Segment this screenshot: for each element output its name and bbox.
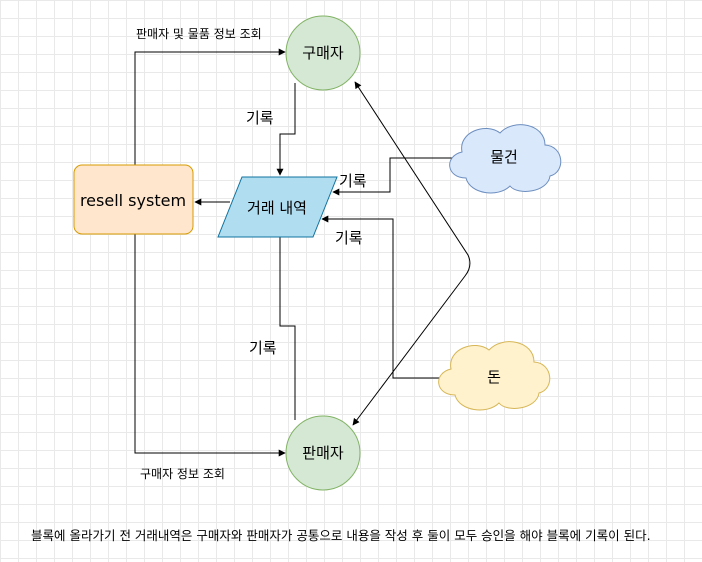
buyer-record-label: 기록 bbox=[246, 109, 274, 127]
item-label: 물건 bbox=[490, 148, 518, 166]
buyer-node[interactable] bbox=[285, 15, 361, 91]
item-cloud-node[interactable] bbox=[449, 124, 562, 194]
system-to-buyer-label: 판매자 및 물품 정보 조회 bbox=[136, 27, 262, 41]
buyer-label: 구매자 bbox=[302, 44, 344, 62]
footer-note: 블록에 올라가기 전 거래내역은 구매자와 판매자가 공통으로 내용을 작성 후… bbox=[31, 528, 651, 543]
money-label: 돈 bbox=[487, 368, 501, 386]
transaction-node[interactable] bbox=[217, 176, 338, 238]
edge-seller-to-transaction bbox=[276, 222, 296, 420]
item-record-label: 기록 bbox=[339, 172, 367, 190]
edge-system-to-buyer bbox=[134, 48, 286, 166]
money-cloud-node[interactable] bbox=[438, 341, 551, 411]
seller-record-label: 기록 bbox=[249, 339, 277, 357]
edge-buyer-to-transaction bbox=[276, 83, 296, 176]
edge-item-to-transaction bbox=[332, 157, 453, 196]
seller-node[interactable] bbox=[285, 415, 361, 491]
edge-system-to-seller bbox=[134, 233, 286, 457]
system-to-seller-label: 구매자 정보 조회 bbox=[140, 467, 225, 481]
transaction-label: 거래 내역 bbox=[247, 199, 307, 217]
system-label: resell system bbox=[80, 191, 186, 210]
system-node[interactable] bbox=[73, 164, 194, 235]
money-record-label: 기록 bbox=[335, 229, 363, 247]
edge-buyer-seller-bidirectional bbox=[352, 81, 471, 426]
seller-label: 판매자 bbox=[302, 444, 344, 462]
